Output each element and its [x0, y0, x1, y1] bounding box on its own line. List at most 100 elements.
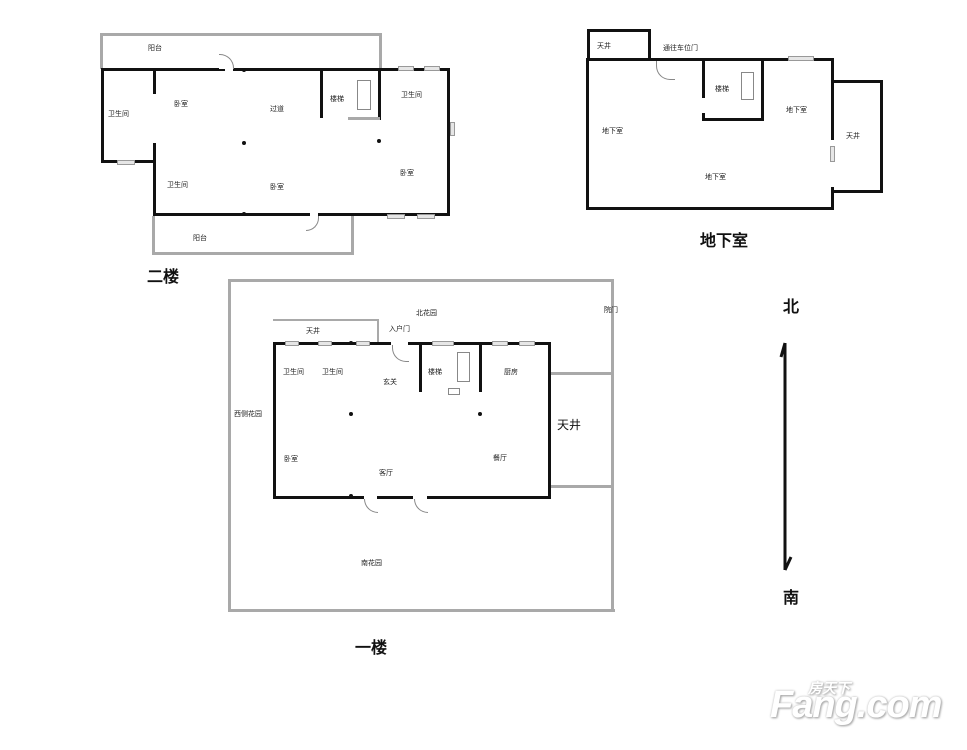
wall [702, 113, 705, 121]
room-label: 南花园 [361, 559, 382, 567]
window-icon [830, 146, 835, 162]
room-label: 天井 [597, 42, 611, 50]
column-dot [478, 412, 482, 416]
window-icon [117, 160, 135, 165]
wall [427, 496, 551, 499]
window-icon [788, 56, 814, 61]
column-dot [242, 141, 246, 145]
wall [548, 342, 551, 499]
room-label: 卫生间 [108, 110, 129, 118]
room-label: 玄关 [383, 378, 397, 386]
skylight-north-outline [377, 319, 379, 343]
room-label: 天井 [306, 327, 320, 335]
balcony-south-outline [152, 216, 155, 254]
wall [320, 68, 323, 118]
window-icon [450, 122, 455, 136]
room-label: 过道 [270, 105, 284, 113]
room-label: 地下室 [786, 106, 807, 114]
wall [831, 187, 834, 210]
floor-title-basement: 地下室 [700, 231, 749, 250]
wall [153, 143, 156, 216]
wall [101, 68, 225, 71]
window-icon [432, 341, 454, 346]
compass: 北 南 [770, 295, 810, 615]
room-label: 厨房 [504, 368, 518, 376]
watermark-brand-cn: 房天下 [808, 680, 850, 696]
room-label: 卫生间 [167, 181, 188, 189]
entrance-door-icon [392, 345, 409, 362]
window-icon [519, 341, 535, 346]
room-label: 卫生间 [283, 368, 304, 376]
wall [587, 29, 651, 32]
room-label: 阳台 [148, 44, 162, 52]
wall [831, 80, 883, 83]
room-label: 地下室 [705, 173, 726, 181]
room-label: 楼梯 [330, 95, 344, 103]
room-label: 卧室 [174, 100, 188, 108]
skylight-east-outline [551, 485, 611, 488]
window-icon [387, 214, 405, 219]
compass-south-label: 南 [783, 588, 800, 607]
garden-outline [228, 279, 612, 282]
column-dot [349, 494, 353, 498]
wall [586, 58, 834, 61]
column-dot [242, 212, 246, 216]
room-label: 院门 [604, 306, 618, 314]
room-label: 卧室 [400, 169, 414, 177]
wall [479, 342, 482, 392]
room-label: 地下室 [602, 127, 623, 135]
column-dot [377, 139, 381, 143]
wall [273, 496, 364, 499]
wall [586, 58, 589, 210]
floor-title-second: 二楼 [147, 267, 180, 286]
room-label: 入户门 [389, 325, 410, 333]
wall [587, 29, 590, 59]
wall [233, 68, 450, 71]
window-icon [417, 214, 435, 219]
window-icon [318, 341, 332, 346]
wall [702, 58, 705, 98]
door-icon [414, 499, 428, 513]
balcony-north-edge [379, 33, 382, 69]
wall [831, 58, 834, 140]
wall [273, 342, 276, 499]
wall [378, 68, 381, 120]
room-label: 卫生间 [401, 91, 422, 99]
wall [377, 496, 413, 499]
balcony-north-edge [100, 33, 103, 69]
window-icon [424, 66, 440, 71]
room-label: 天井 [846, 132, 860, 140]
room-label: 卫生间 [322, 368, 343, 376]
watermark-brand-en: Fang.com [770, 684, 942, 726]
wall [101, 68, 104, 163]
garden-outline [228, 609, 615, 612]
room-label: 楼梯 [715, 85, 729, 93]
window-icon [492, 341, 508, 346]
balcony-south-outline [351, 216, 354, 254]
room-label: 卧室 [270, 183, 284, 191]
stairs-landing-icon [448, 388, 460, 395]
room-label: 通往车位门 [663, 44, 698, 52]
skylight-north-outline [273, 319, 379, 321]
room-label: 卧室 [284, 455, 298, 463]
floor-title-first: 一楼 [355, 638, 388, 657]
window-icon [398, 66, 414, 71]
stairs-icon [457, 352, 470, 382]
wall [318, 213, 450, 216]
north-south-arrow-icon [779, 342, 793, 571]
watermark: 房天下 Fang.com [770, 678, 960, 738]
wall [761, 58, 764, 121]
stairs-icon [741, 72, 754, 100]
window-icon [356, 341, 370, 346]
wall [447, 68, 450, 216]
room-label: 楼梯 [428, 368, 442, 376]
window-icon [285, 341, 299, 346]
skylight-east-outline [551, 372, 611, 375]
wall [702, 118, 764, 121]
wall [419, 342, 422, 392]
stairs-icon [357, 80, 371, 110]
column-dot [242, 68, 246, 72]
wall [153, 213, 310, 216]
